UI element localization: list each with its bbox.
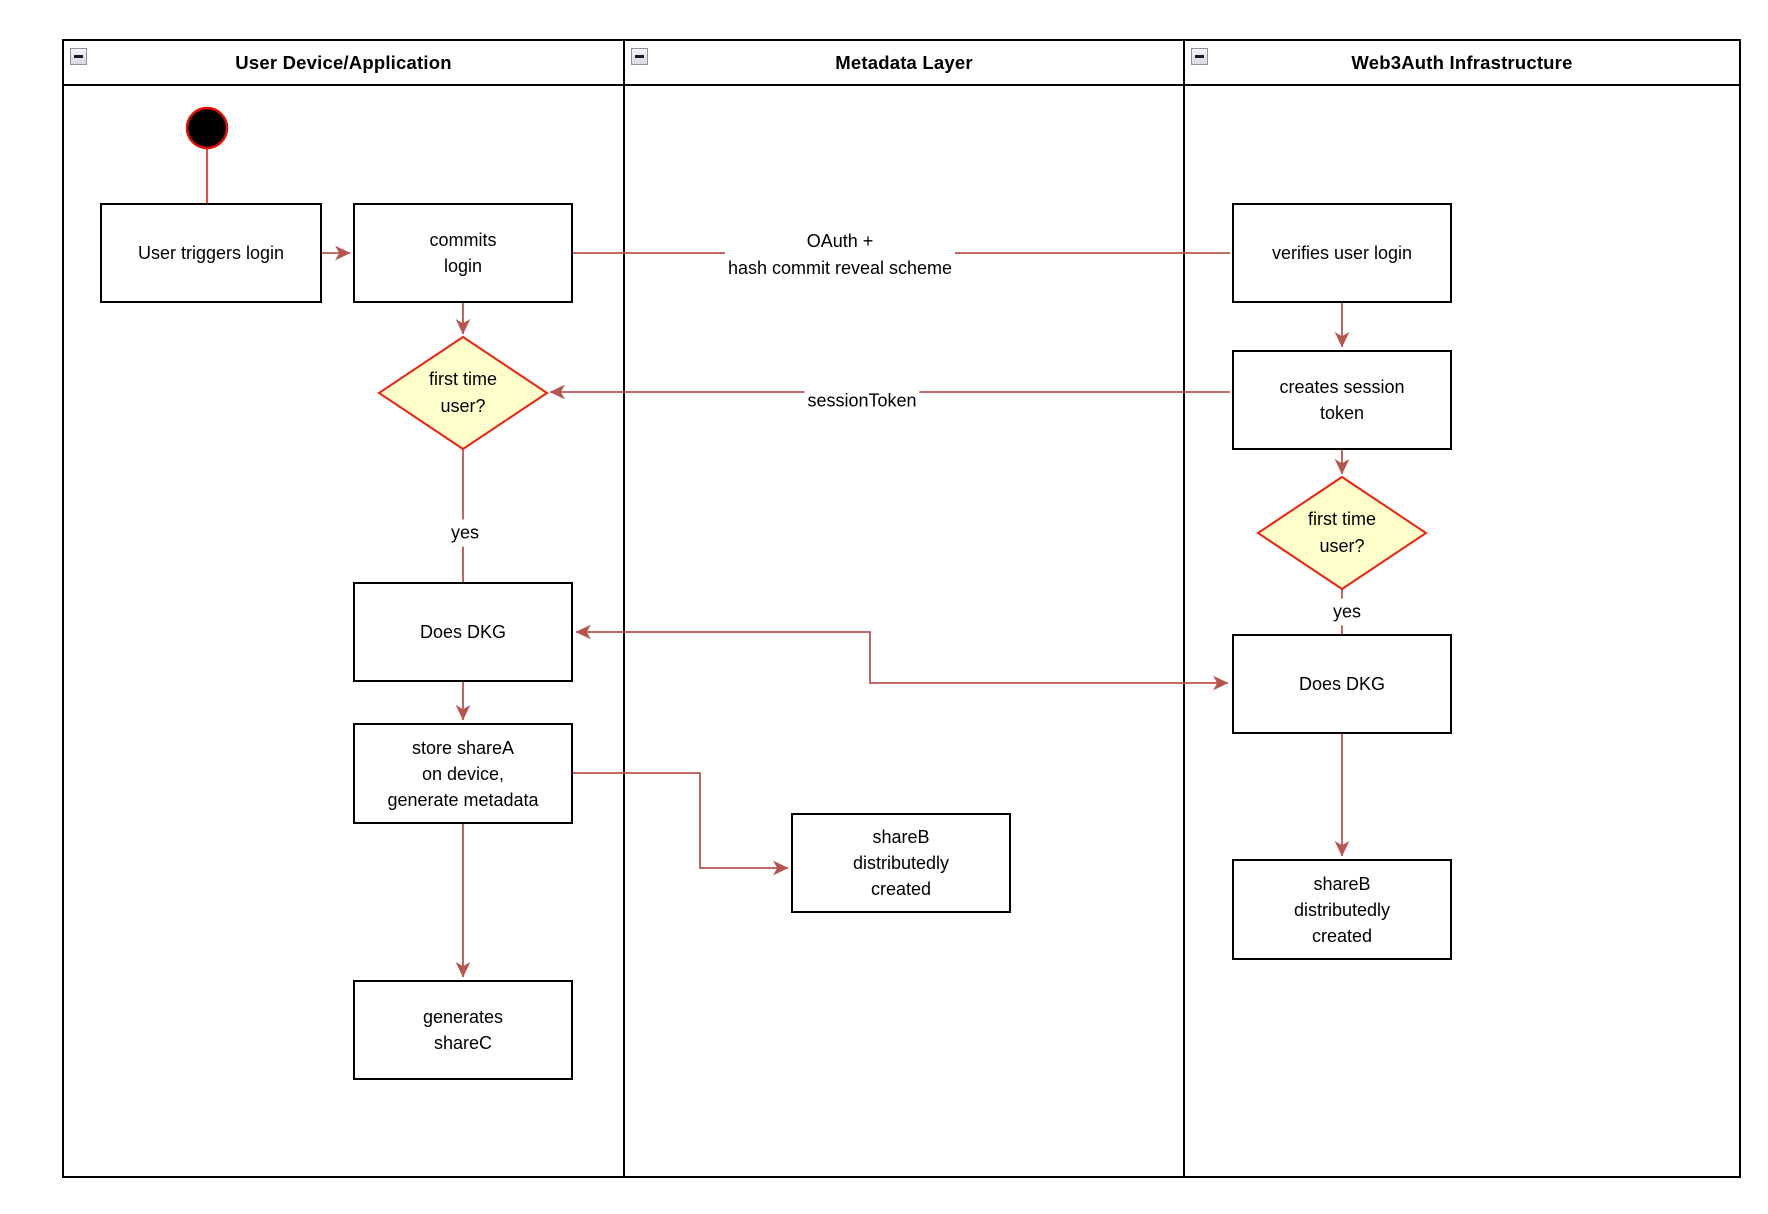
- node-does-dkg-device[interactable]: Does DKG: [353, 582, 573, 682]
- edge-label-session-token[interactable]: sessionToken: [804, 387, 920, 415]
- collapse-minus-icon[interactable]: [1191, 48, 1208, 65]
- lane-header-separator: [62, 84, 1741, 86]
- swimlane-pool-frame: [62, 39, 1741, 1178]
- node-store-sharea[interactable]: store shareA on device, generate metadat…: [353, 723, 573, 824]
- decision-label-first-time-user-infra: first time user?: [1307, 509, 1377, 556]
- lane-header-user-device[interactable]: User Device/Application: [64, 41, 623, 84]
- edge-label-yes-infra[interactable]: yes: [1329, 598, 1365, 626]
- edge-label-oauth[interactable]: OAuth + hash commit reveal scheme: [724, 228, 956, 282]
- start-node[interactable]: [185, 106, 229, 150]
- node-shareb-infra[interactable]: shareB distributedly created: [1232, 859, 1452, 960]
- lane-title-web3auth-infra: Web3Auth Infrastructure: [1351, 51, 1573, 73]
- node-generates-sharec[interactable]: generates shareC: [353, 980, 573, 1080]
- node-does-dkg-infra[interactable]: Does DKG: [1232, 634, 1452, 734]
- node-creates-session-token[interactable]: creates session token: [1232, 350, 1452, 450]
- lane-divider-2: [1183, 39, 1185, 1178]
- decision-first-time-user-device[interactable]: [377, 335, 549, 451]
- lane-header-metadata-layer[interactable]: Metadata Layer: [625, 41, 1183, 84]
- decision-label-first-time-user-device: first time user?: [428, 369, 498, 416]
- minus-glyph: [74, 55, 83, 58]
- edge-label-yes-device[interactable]: yes: [447, 519, 483, 547]
- edge-store-sharea-to-shareb-metadata[interactable]: [573, 772, 789, 876]
- node-user-triggers-login[interactable]: User triggers login: [100, 203, 322, 303]
- node-commits-login[interactable]: commits login: [353, 203, 573, 303]
- node-verifies-user-login[interactable]: verifies user login: [1232, 203, 1452, 303]
- lane-title-user-device: User Device/Application: [235, 51, 452, 73]
- edge-dkg-device-dkg-infra-bidirectional[interactable]: [575, 624, 1229, 691]
- collapse-minus-icon[interactable]: [631, 48, 648, 65]
- lane-divider-1: [623, 39, 625, 1178]
- minus-glyph: [635, 55, 644, 58]
- lane-title-metadata-layer: Metadata Layer: [835, 51, 973, 73]
- node-shareb-metadata[interactable]: shareB distributedly created: [791, 813, 1011, 913]
- lane-header-web3auth-infra[interactable]: Web3Auth Infrastructure: [1185, 41, 1739, 84]
- minus-glyph: [1195, 55, 1204, 58]
- decision-first-time-user-infra[interactable]: [1256, 475, 1428, 591]
- collapse-minus-icon[interactable]: [70, 48, 87, 65]
